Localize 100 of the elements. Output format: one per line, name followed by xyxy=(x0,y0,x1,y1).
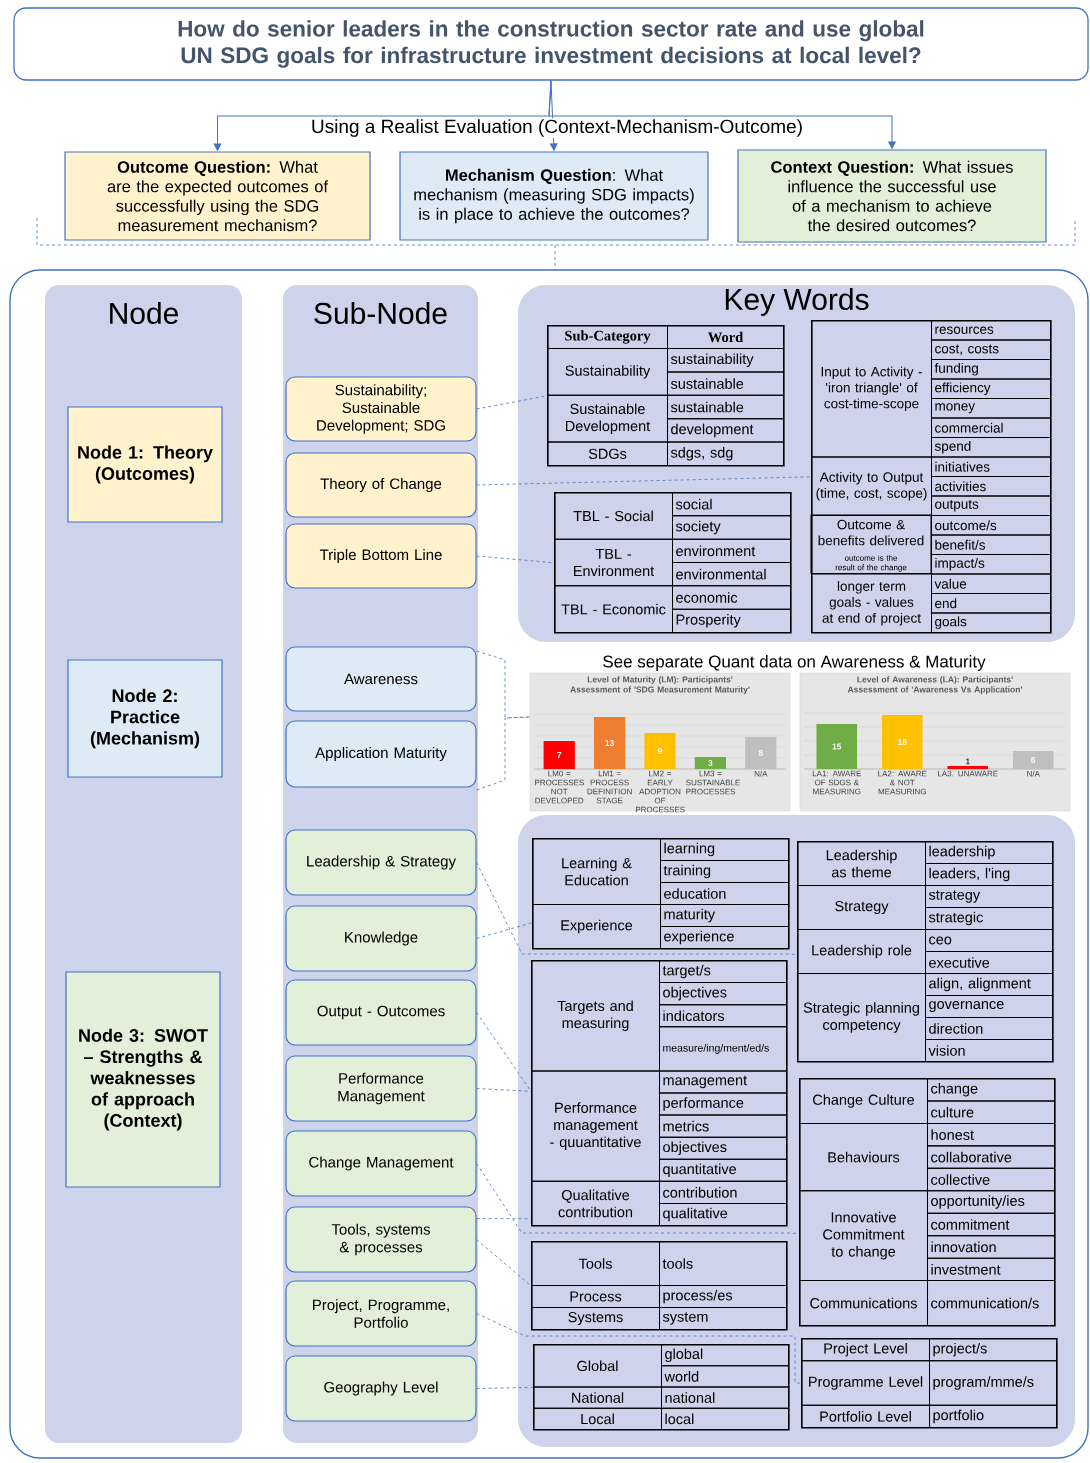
table-cell: value xyxy=(931,573,1051,594)
leader-line xyxy=(476,1012,532,1092)
table-cell: commercial xyxy=(931,417,1051,438)
table-cell: investment xyxy=(927,1257,1055,1282)
data-label: 18 xyxy=(898,739,907,745)
table-cell: contribution xyxy=(659,1180,787,1204)
sub-node-box: Triple Bottom Line xyxy=(285,523,477,589)
bar-chart xyxy=(529,672,791,813)
table-cell: social xyxy=(672,492,791,517)
table-cell: Word xyxy=(667,325,784,349)
table-cell: Targets and measuring xyxy=(531,960,660,1072)
table-cell: training xyxy=(660,860,789,883)
question-box: Context Question: What issues influence the successful use of a mechanism to achieve the desired outcomes? xyxy=(737,149,1047,243)
sub-node-box: Performance Management xyxy=(285,1055,477,1122)
table-cell: tools xyxy=(659,1241,787,1286)
table-cell: Experience xyxy=(532,904,661,949)
table-cell: learning xyxy=(660,838,789,861)
table-cell: experience xyxy=(660,926,789,949)
keyword-table xyxy=(554,492,792,634)
table-cell: TBL - Social xyxy=(554,492,673,540)
sub-node-box: Application Maturity xyxy=(285,720,477,788)
table-cell: outputs xyxy=(931,495,1051,516)
sub-node-box: Awareness xyxy=(285,646,477,712)
leader-line xyxy=(476,922,533,939)
chart-title: Level of Maturity (LM): Participants' Assessment of 'SDG Measurement Maturity' xyxy=(570,676,750,695)
leader-line xyxy=(476,1386,534,1389)
sub-node-box: Tools, systems & processes xyxy=(285,1206,477,1273)
table-cell: maturity xyxy=(660,904,789,927)
table-cell: Project Level xyxy=(801,1338,930,1362)
bar-chart xyxy=(799,672,1071,812)
category-label: LM1 = PROCESS DEFINITION STAGE xyxy=(587,770,632,804)
table-cell: world xyxy=(661,1365,789,1388)
table-cell: funding xyxy=(931,359,1051,380)
node-box: Node 2: Practice (Mechanism) xyxy=(67,659,223,778)
keyword-table xyxy=(810,320,1052,634)
table-cell: TBL - Environment xyxy=(554,538,673,587)
keyword-table xyxy=(801,1338,1058,1429)
category-label: N/A xyxy=(1027,770,1040,777)
table-cell: Strategy xyxy=(797,885,926,930)
table-cell: Leadership as theme xyxy=(797,841,926,886)
data-label: 3 xyxy=(708,760,713,766)
table-cell: society xyxy=(672,515,791,540)
data-label: 9 xyxy=(657,748,663,754)
category-label: LM2 = EARLY ADOPTION OF PROCESSES xyxy=(635,770,685,813)
table-cell: Qualitative contribution xyxy=(531,1180,660,1226)
table-cell: system xyxy=(659,1307,787,1330)
table-cell: process/es xyxy=(659,1285,787,1308)
leader-line xyxy=(476,1218,532,1220)
table-cell: outcome/s xyxy=(931,515,1051,536)
table-cell: Learning & Education xyxy=(532,838,661,905)
table-cell: project/s xyxy=(929,1338,1057,1362)
sub-node-box: Geography Level xyxy=(285,1355,477,1422)
table-cell: collective xyxy=(927,1167,1055,1192)
table-cell: local xyxy=(661,1407,789,1430)
table-cell: qualitative xyxy=(659,1202,787,1226)
table-cell: sdgs, sdg xyxy=(667,441,784,466)
sub-node-box: Sustainability; Sustainable Development; SDG xyxy=(285,376,477,442)
title-box: How do senior leaders in the construction sector rate and use global UN SDG goals for infrastructure investment decisions at local level? xyxy=(13,7,1089,81)
table-cell: culture xyxy=(927,1100,1055,1124)
caption-text: See separate Quant data on Awareness & Maturity xyxy=(603,655,986,671)
table-cell: impact/s xyxy=(931,554,1051,575)
table-cell: vision xyxy=(925,1039,1053,1062)
table-cell: Input to Activity - 'iron triangle' of cost-time-scope xyxy=(811,320,932,458)
table-cell: collaborative xyxy=(927,1145,1055,1169)
table-cell: quantitative xyxy=(659,1158,787,1182)
panel xyxy=(518,815,1075,1447)
leader-line xyxy=(476,716,531,791)
table-cell: activities xyxy=(931,476,1051,497)
table-cell: management xyxy=(659,1070,787,1094)
table-cell: national xyxy=(661,1386,789,1409)
table-cell: Systems xyxy=(531,1307,660,1330)
table-cell: opportunity/ies xyxy=(927,1190,1055,1214)
table-cell: Global xyxy=(533,1344,662,1388)
keyword-table xyxy=(531,1241,788,1331)
category-label: LA2: AWARE & NOT MEASURING xyxy=(878,770,927,795)
category-label: LA3. UNAWARE xyxy=(938,770,998,777)
table-cell: Programme Level xyxy=(801,1360,930,1406)
note-text: outcome is the result of the change xyxy=(835,554,907,572)
data-label: 7 xyxy=(557,752,562,758)
table-cell: Sustainability xyxy=(547,348,668,396)
table-cell: Innovative Commitment to change xyxy=(799,1190,928,1282)
table-cell: objectives xyxy=(659,1136,787,1160)
category-label: N/A xyxy=(754,770,768,777)
arrow xyxy=(548,80,896,149)
data-label: 6 xyxy=(1031,757,1036,763)
table-cell: Outcome & benefits delivered outcome is the result of the change xyxy=(810,514,932,574)
sub-node-box: Theory of Change xyxy=(285,452,477,518)
table-cell: Sustainable Development xyxy=(547,394,668,443)
table-cell: efficiency xyxy=(931,378,1051,399)
table-cell: resources xyxy=(931,320,1051,341)
table-cell: innovation xyxy=(927,1235,1055,1259)
table-cell: SDGs xyxy=(547,441,668,466)
table-cell: development xyxy=(667,418,784,443)
leader-line xyxy=(476,1163,800,1235)
table-cell: Behaviours xyxy=(799,1122,928,1192)
table-cell: ceo xyxy=(925,929,1053,952)
question-box: Outcome Question: What are the expected outcomes of successfully using the SDG measurement mechanism? xyxy=(64,151,371,241)
sub-node-box: Leadership & Strategy xyxy=(285,829,477,896)
table-cell: portfolio xyxy=(929,1404,1057,1428)
category-label: LM0 = PROCESSES NOT DEVELOPED xyxy=(535,770,584,804)
